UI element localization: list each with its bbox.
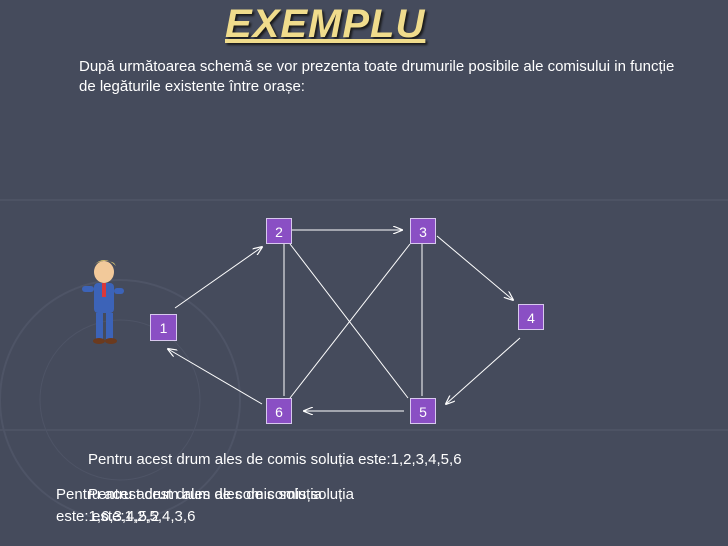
edge-6-1 — [168, 349, 263, 405]
node-6: 6 — [266, 398, 292, 424]
overlap-caption-a-line2: este:1,6,3,4,5,2 — [56, 508, 160, 525]
intro-text: După următoarea schemă se vor prezenta t… — [79, 58, 675, 95]
node-5: 5 — [410, 398, 436, 424]
edge-4-5 — [446, 337, 521, 404]
overlap-caption-b-line2: este:1,2,5,4,3,6 — [92, 508, 196, 525]
edge-1-2 — [174, 247, 262, 309]
node-3: 3 — [410, 218, 436, 244]
solution-caption: Pentru acest drum ales de comis soluția … — [88, 451, 462, 468]
overlap-caption-b-line1: Pentru acest drum ales de comis soluția — [88, 486, 354, 503]
cartoon-figure — [82, 260, 124, 344]
edge-2-5 — [289, 243, 409, 399]
overlap-caption-a-line1: Pentru acest drum ales de comis soluția — [56, 486, 322, 503]
node-2: 2 — [266, 218, 292, 244]
node-4: 4 — [518, 304, 544, 330]
node-1: 1 — [150, 314, 177, 341]
edge-3-4 — [436, 235, 513, 300]
edge-3-6 — [289, 243, 411, 399]
slide-title: EXEMPLU — [225, 2, 426, 46]
